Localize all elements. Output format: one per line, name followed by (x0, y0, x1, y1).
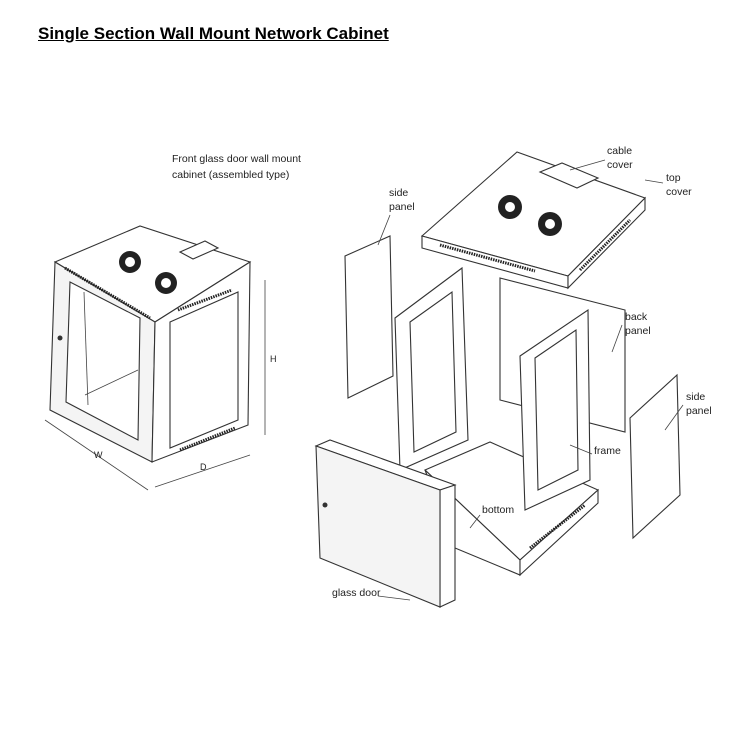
label-side-panel-right: panel (686, 405, 712, 417)
fan-hub (125, 257, 135, 267)
fan-hub (505, 202, 515, 212)
label-side-right: side (686, 391, 706, 403)
door-lock-icon (322, 502, 328, 508)
exploded-frame-left (394, 266, 469, 471)
width-dimension-line (44, 419, 149, 491)
assembled-glass-pane (65, 281, 141, 441)
height-label: H (270, 354, 277, 364)
assembled-caption-line1: Front glass door wall mount (172, 153, 301, 165)
assembled-top-vent (177, 288, 233, 312)
fan-hub (545, 219, 555, 229)
label-cable: cable (607, 145, 633, 157)
depth-dimension-line (154, 454, 251, 488)
exploded-glass-door (314, 439, 457, 608)
fan-hub (161, 278, 171, 288)
top-cover-vent (578, 218, 632, 272)
bottom-vent (529, 503, 586, 550)
assembled-cabinet: H W D (44, 225, 277, 491)
label-top: top (666, 172, 681, 184)
page-title: Single Section Wall Mount Network Cabine… (38, 24, 389, 43)
label-back: back (625, 311, 648, 323)
exploded-side-panel-right (629, 373, 681, 540)
assembled-caption-line2: cabinet (assembled type) (172, 169, 290, 181)
label-top-cover: cover (666, 186, 692, 198)
assembled-side-inner (169, 291, 239, 449)
exploded-side-panel-left (344, 235, 394, 399)
label-side-left: side (389, 187, 409, 199)
label-frame: frame (594, 445, 621, 457)
depth-label: D (200, 462, 207, 472)
cable-cover-slot (538, 162, 600, 189)
rack-rail (84, 369, 139, 396)
assembled-cable-cover (178, 240, 220, 260)
label-bottom: bottom (482, 504, 515, 516)
label-glass-door: glass door (332, 587, 381, 599)
label-cable-cover: cover (607, 159, 633, 171)
exploded-top-cover (420, 151, 646, 290)
assembled-front-vent (64, 266, 151, 320)
exploded-frame-right (519, 308, 591, 511)
top-cover-vent (439, 243, 536, 273)
leader-lines (377, 159, 684, 601)
label-side-panel-left: panel (389, 201, 415, 213)
rack-rail (83, 291, 89, 406)
door-lock-icon (57, 335, 63, 341)
label-back-panel: panel (625, 325, 651, 337)
width-label: W (94, 450, 103, 460)
